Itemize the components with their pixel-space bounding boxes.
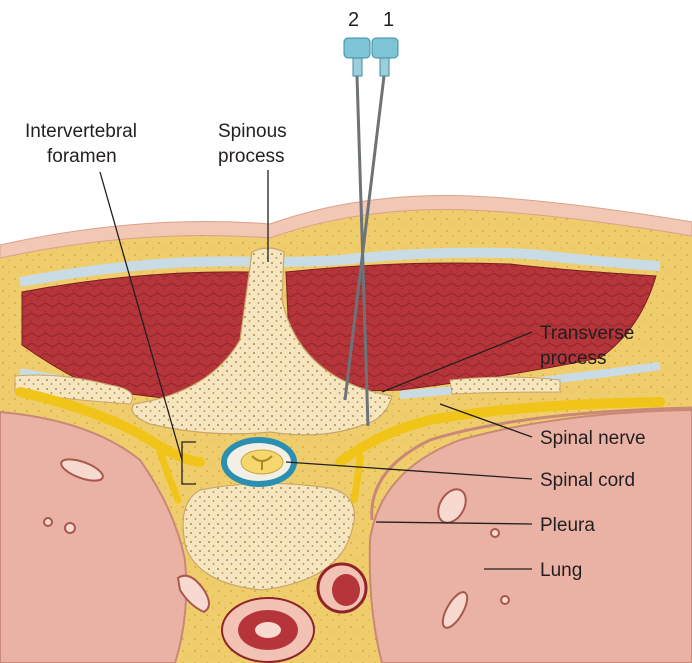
spinal-cord bbox=[221, 437, 297, 487]
label-lung: Lung bbox=[540, 560, 582, 581]
label-intervertebral-line2: foramen bbox=[47, 146, 117, 167]
label-transverse-line1: Transverse bbox=[540, 323, 634, 344]
needle-1-label: 1 bbox=[383, 9, 394, 31]
esophagus bbox=[222, 598, 314, 662]
aorta bbox=[318, 564, 366, 612]
right-transverse-process bbox=[450, 377, 560, 394]
needle-2-label: 2 bbox=[348, 9, 359, 31]
label-spinous-line2: process bbox=[218, 146, 285, 167]
label-spinous-line1: Spinous bbox=[218, 121, 287, 142]
label-transverse-line2: process bbox=[540, 348, 607, 369]
label-spinal-cord: Spinal cord bbox=[540, 470, 635, 491]
label-pleura: Pleura bbox=[540, 515, 595, 536]
label-intervertebral-line1: Intervertebral bbox=[25, 121, 137, 142]
label-spinal-nerve: Spinal nerve bbox=[540, 428, 646, 449]
